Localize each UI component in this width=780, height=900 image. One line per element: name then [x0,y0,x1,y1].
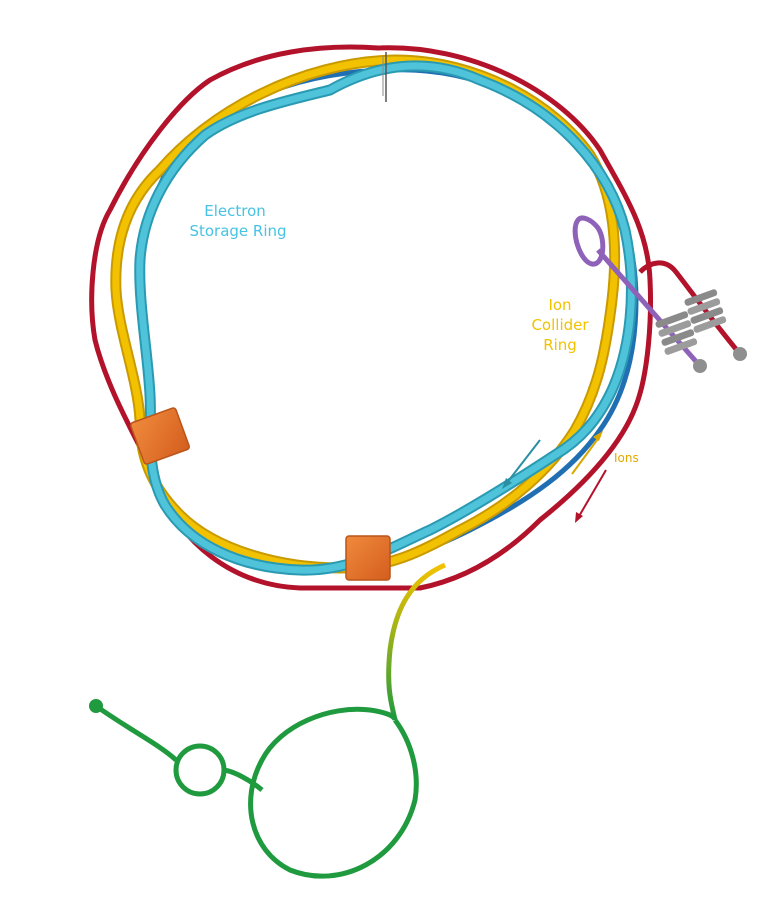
ions-label: Ions [614,451,639,465]
outer-direction-arrow-icon [575,512,583,523]
injector-endpoint-icon [89,699,103,713]
coil-icon [684,289,727,333]
ball-terminal-icon [733,347,747,361]
ball-terminal-icon [693,359,707,373]
transfer-line [386,562,447,721]
svg-text:Storage Ring: Storage Ring [189,222,286,240]
svg-text:Ring: Ring [543,336,577,354]
top-marker [382,52,387,102]
electron-ring-label: Electron Storage Ring [189,202,286,240]
ion-ring-label: Ion Collider Ring [531,296,589,354]
direction-arrows [502,431,607,523]
electron-direction-arrow-icon [502,478,512,489]
detector-bottom [345,535,391,581]
electron-injector [572,215,707,373]
red-branch-coil [684,289,747,361]
detector-left [130,407,190,465]
coil-icon [655,311,698,355]
svg-text:Ion: Ion [548,296,571,314]
ion-direction-arrow-icon [593,431,603,441]
svg-text:Electron: Electron [204,202,266,220]
svg-text:Collider: Collider [531,316,589,334]
injector-complex [89,699,419,879]
outer-ring [89,44,742,591]
